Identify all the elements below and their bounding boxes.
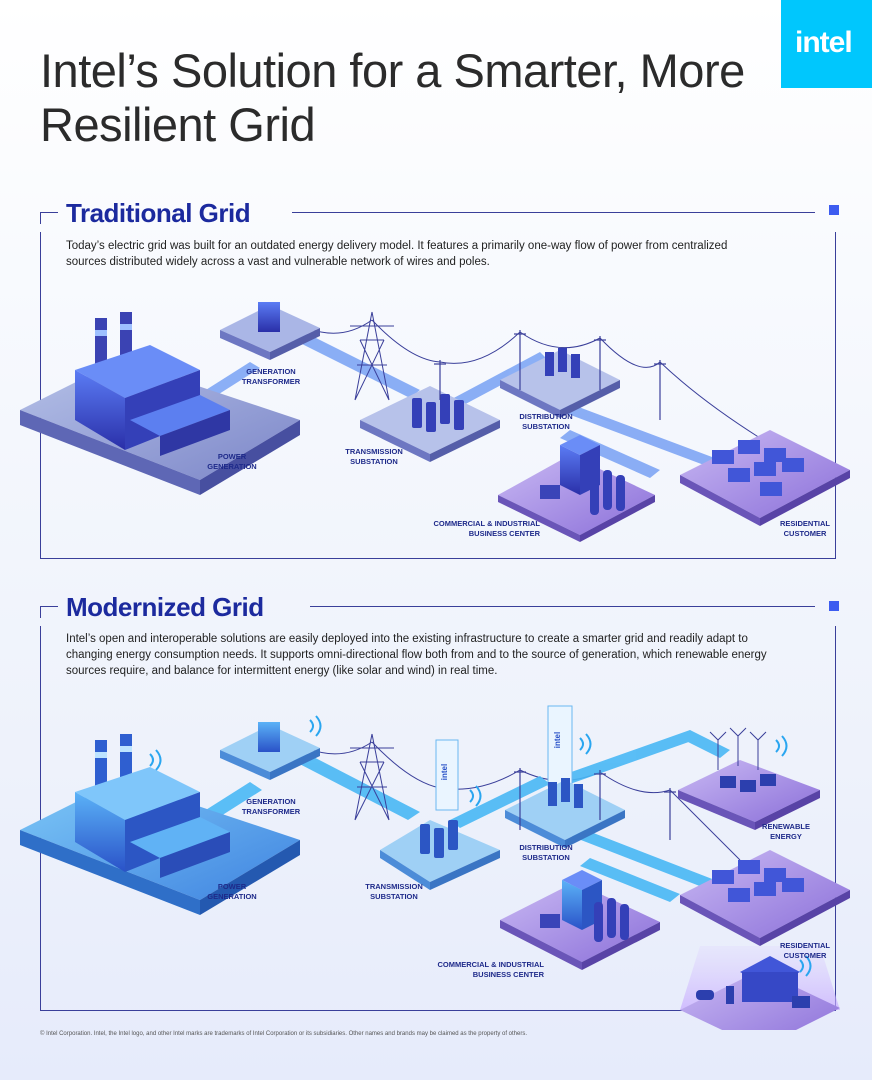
utility-poles [434,330,666,420]
intel-edge-device-1: intel [435,739,482,811]
power-generation-plant [20,312,300,495]
transmission-tower [350,311,394,401]
label-generation-transformer: GENERATION TRANSFORMER [241,797,301,816]
distribution-substation [505,778,625,848]
traditional-frame [40,232,836,559]
generation-transformer [220,302,320,360]
utility-poles [514,768,676,840]
label-commercial: COMMERCIAL & INDUSTRIAL BUSINESS CENTER [433,519,540,538]
label-residential: RESIDENTIAL CUSTOMER [779,941,830,960]
frame-top-left [40,606,58,607]
smart-home-detail [680,955,840,1030]
label-residential: RESIDENTIAL CUSTOMER [779,519,830,538]
intel-logo: intel [781,0,872,88]
renewable-energy-site [678,727,820,830]
traditional-heading: Traditional Grid [66,198,251,228]
transmission-tower [350,733,394,821]
frame-top-right [310,606,815,607]
modernized-frame [40,626,836,1011]
transmission-substation [360,386,500,462]
commercial-business-center [500,870,660,970]
intel-edge-device-2: intel [547,705,592,787]
transmission-substation [380,820,500,890]
power-generation-plant [20,734,300,915]
generation-transformer [220,715,322,780]
frame-corner-square [829,205,839,215]
intel-device-label: intel [553,732,562,748]
label-renewable: RENEWABLE ENERGY [762,822,810,841]
commercial-business-center [498,435,655,542]
label-generation-transformer: GENERATION TRANSFORMER [241,367,301,386]
residential-customer [680,430,850,526]
frame-corner-tick [40,212,41,224]
frame-corner-square [829,601,839,611]
modernized-description: Intel’s open and interoperable solutions… [66,633,767,677]
frame-top-left [40,212,58,213]
frame-top-right [292,212,815,213]
frame-corner-tick [40,606,41,618]
label-power-generation: POWER GENERATION [207,882,257,901]
modernized-grid-illustration: intel intel [20,705,850,1030]
traditional-description: Today’s electric grid was built for an o… [66,240,728,268]
label-commercial: COMMERCIAL & INDUSTRIAL BUSINESS CENTER [437,960,544,979]
distribution-substation [500,348,620,418]
label-distribution-substation: DISTRIBUTION SUBSTATION [519,843,573,862]
label-power-generation: POWER GENERATION [207,452,257,471]
label-distribution-substation: DISTRIBUTION SUBSTATION [519,412,573,431]
traditional-grid-illustration [20,302,850,542]
label-transmission-substation: TRANSMISSION SUBSTATION [365,882,423,901]
intel-device-label: intel [440,764,449,780]
page-title: Intel’s Solution for a Smarter, More Res… [40,44,745,151]
intel-logo-text: intel [795,26,853,59]
modernized-heading: Modernized Grid [66,592,264,622]
legal-footer: © Intel Corporation. Intel, the Intel lo… [40,1031,527,1037]
label-transmission-substation: TRANSMISSION SUBSTATION [345,447,403,466]
